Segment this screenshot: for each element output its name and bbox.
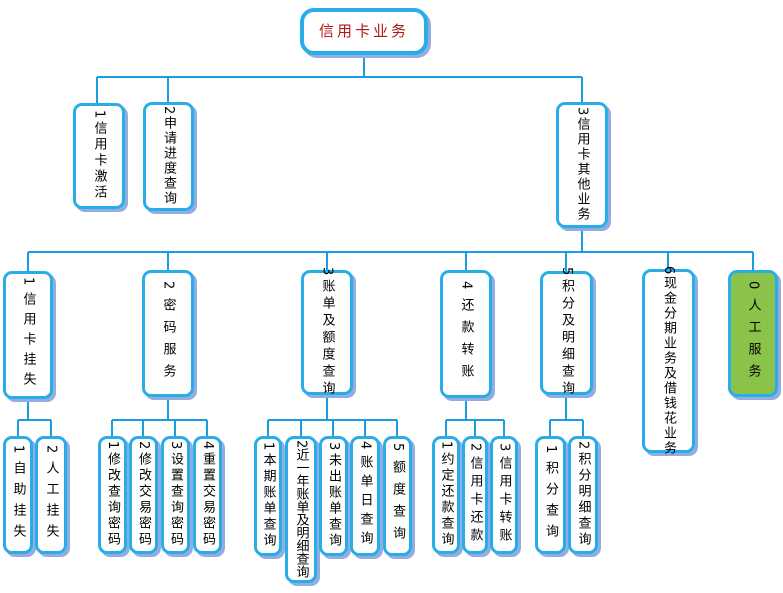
node-bill-and-limit-query: 3账单及额度查询 [301, 267, 353, 398]
node-card-repayment: 2信用卡还款 [462, 436, 488, 554]
node-points-query: 1积分查询 [535, 436, 566, 554]
node-manual-loss-report: 2人工挂失 [35, 436, 67, 554]
node-cash-installment-and-loan: 6现金分期业务及借钱花业务 [642, 266, 695, 456]
node-points-and-detail-query: 5积分及明细查询 [540, 267, 593, 399]
node-manual-service: 0人工服务 [728, 270, 778, 397]
node-self-loss-report: 1自助挂失 [3, 436, 33, 554]
node-yearly-bill-detail-query: 2近一年账单及明细查询 [285, 436, 317, 583]
node-credit-limit-query: 5额度查询 [383, 436, 412, 556]
node-reset-transaction-password: 4重置交易密码 [193, 436, 222, 554]
node-set-query-password: 3设置查询密码 [161, 436, 190, 554]
node-repayment-and-transfer: 4还款转账 [440, 270, 492, 398]
node-modify-transaction-password: 2修改交易密码 [129, 436, 158, 554]
node-application-progress-query: 2申请进度查询 [143, 102, 194, 211]
node-other-card-services: 3信用卡其他业务 [556, 102, 608, 228]
node-password-service: 2密码服务 [142, 270, 194, 397]
node-points-detail-query: 2积分明细查询 [568, 436, 598, 554]
node-card-transfer: 3信用卡转账 [490, 436, 518, 554]
node-unbilled-query: 3未出账单查询 [319, 436, 348, 556]
node-card-loss-report: 1信用卡挂失 [3, 271, 53, 399]
node-current-bill-query: 1本期账单查询 [254, 436, 282, 556]
node-scheduled-repayment-query: 1约定还款查询 [432, 436, 460, 554]
node-billing-date-query: 4账单日查询 [350, 436, 380, 556]
node-modify-query-password: 1修改查询密码 [98, 436, 127, 554]
node-card-activation: 1信用卡激活 [73, 103, 125, 209]
node-credit-card-services: 信用卡业务 [300, 8, 428, 55]
